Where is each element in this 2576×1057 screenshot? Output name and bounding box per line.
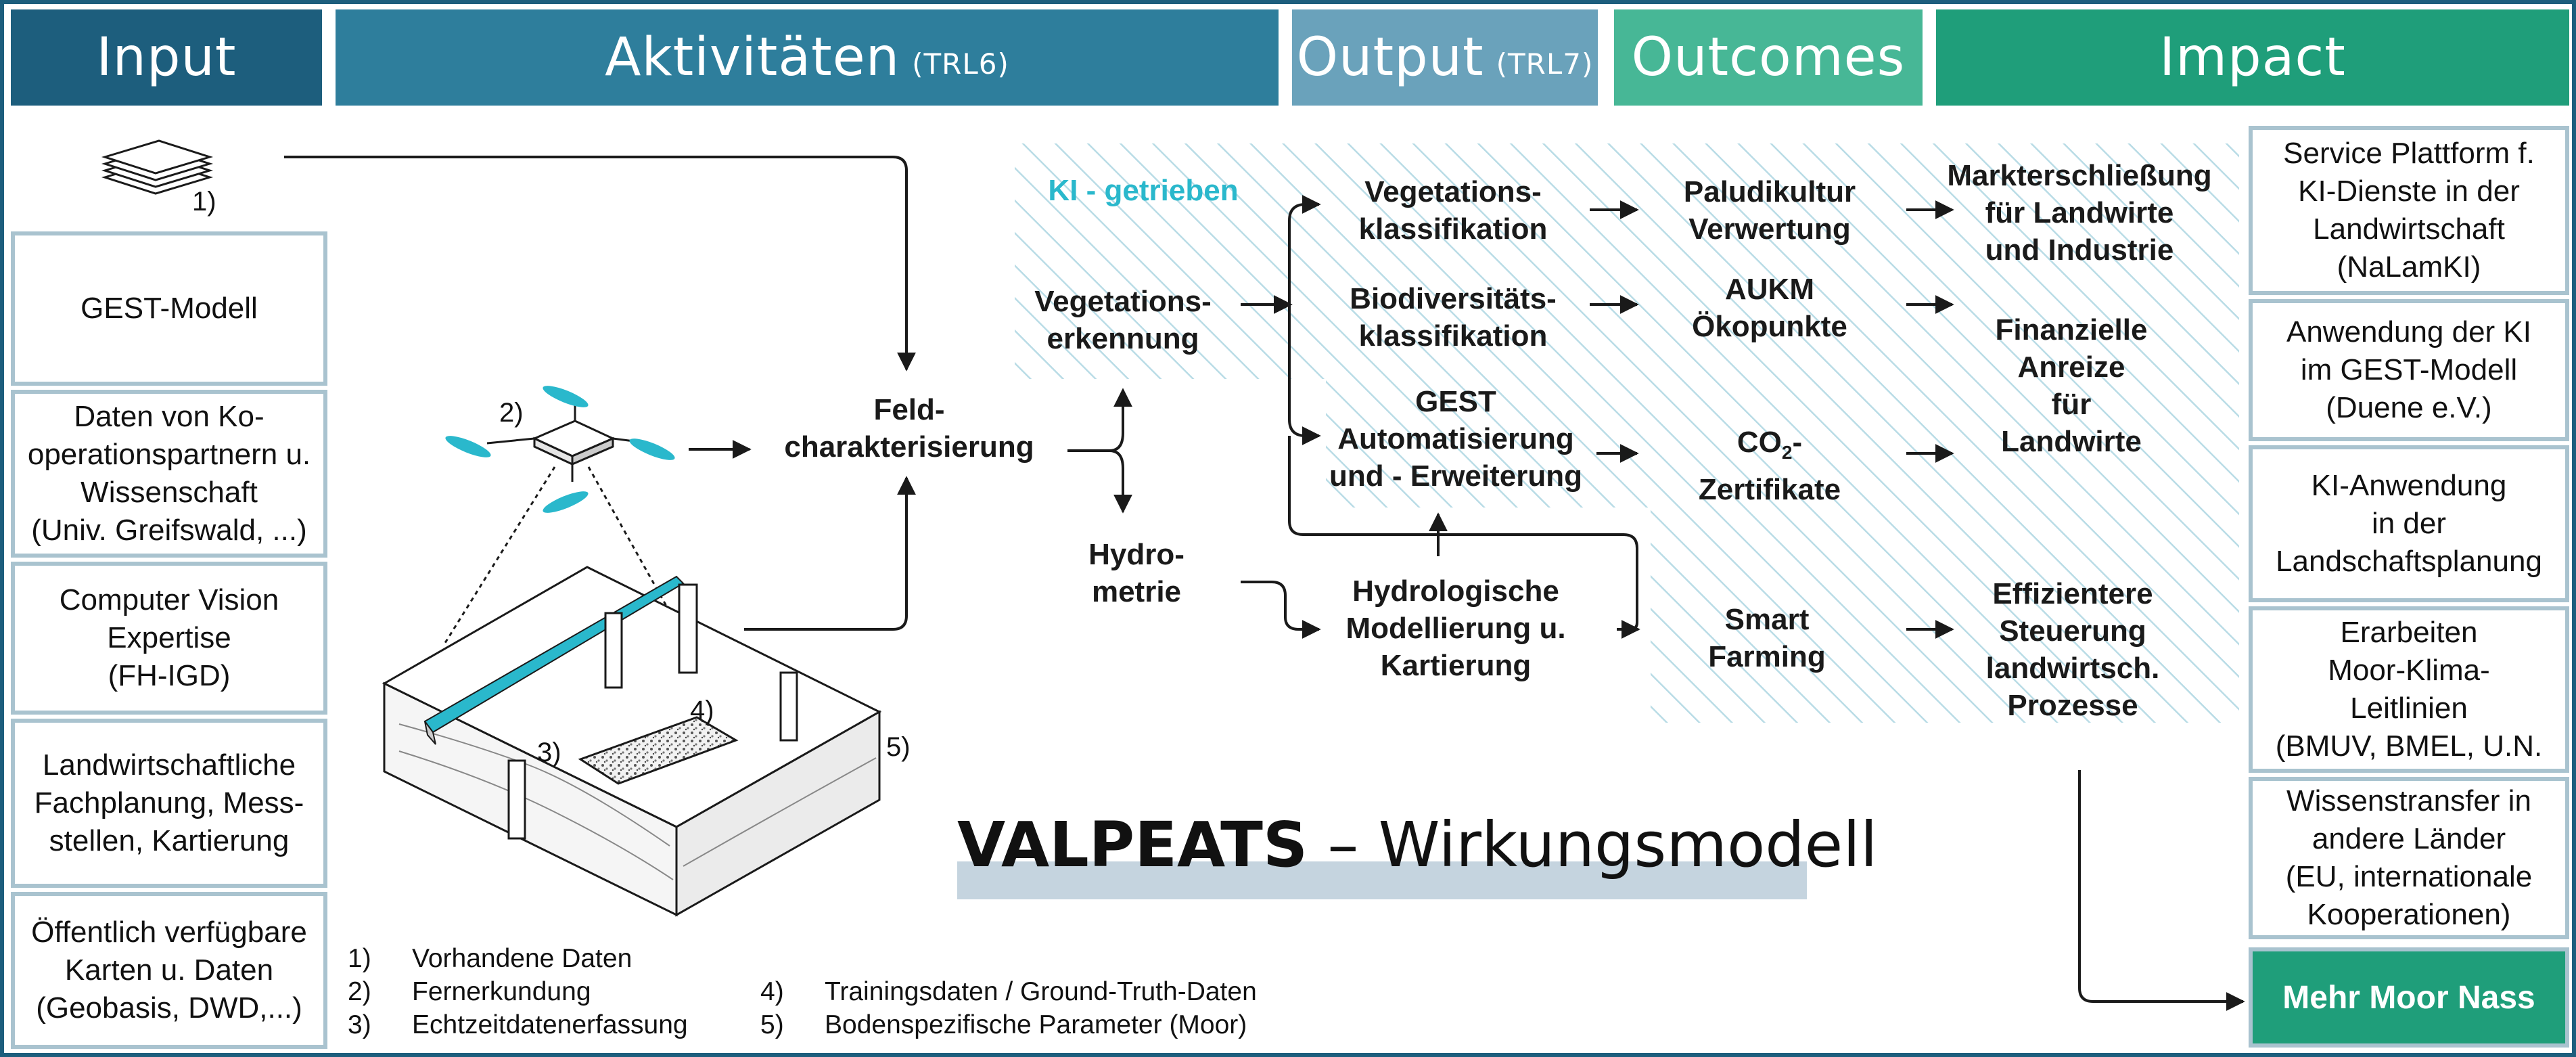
header-output: Output (TRL7) bbox=[1292, 9, 1598, 106]
marker-5: 5) bbox=[886, 732, 911, 762]
node-vegetationserkennung: Vegetations- erkennung bbox=[1034, 285, 1212, 355]
goal-label: Mehr Moor Nass bbox=[2282, 979, 2535, 1016]
header-input-label: Input bbox=[96, 27, 237, 88]
header-outcomes: Outcomes bbox=[1614, 9, 1923, 106]
legend-left: 1)Vorhandene Daten 2)Fernerkundung 3)Ech… bbox=[348, 942, 688, 1041]
impact-box-text: Erarbeiten Moor-Klima- Leitlinien (BMUV,… bbox=[2275, 616, 2543, 763]
node-ki-getrieben: KI - getrieben bbox=[1048, 174, 1239, 207]
header-outcomes-label: Outcomes bbox=[1631, 27, 1906, 88]
legend-item: 2)Fernerkundung bbox=[348, 977, 591, 1006]
impact-box-landschaftsplanung: KI-Anwendung in der Landschaftsplanung bbox=[2249, 445, 2569, 602]
legend-item: 5)Bodenspezifische Parameter (Moor) bbox=[760, 1010, 1247, 1039]
input-box-fachplanung: Landwirtschaftliche Fachplanung, Mess- s… bbox=[11, 719, 327, 888]
node-biodiversitaetsklassifikation: Biodiversitäts- klassifikation bbox=[1350, 282, 1557, 353]
impact-box-wissenstransfer: Wissenstransfer in andere Länder (EU, in… bbox=[2249, 777, 2569, 939]
co2-tail: - Zertifikate bbox=[1698, 426, 1841, 506]
header-output-label: Output bbox=[1296, 27, 1484, 88]
impact-box-text: Wissenstransfer in andere Länder (EU, in… bbox=[2285, 784, 2533, 931]
drone-icon bbox=[444, 386, 685, 644]
data-stack-icon bbox=[101, 139, 214, 195]
node-hydrometrie: Hydro- metrie bbox=[1088, 538, 1184, 608]
title-rest: – Wirkungsmodell bbox=[1308, 809, 1878, 881]
input-box-text: Daten von Ko- operationspartnern u. Wiss… bbox=[27, 400, 311, 547]
input-box-kooperationspartner: Daten von Ko- operationspartnern u. Wiss… bbox=[11, 390, 327, 558]
input-box-computer-vision: Computer Vision Expertise (FH-IGD) bbox=[11, 562, 327, 715]
node-vegetationsklassifikation: Vegetations- klassifikation bbox=[1358, 175, 1548, 246]
node-co2-zertifikate: CO2- Zertifikate bbox=[1699, 424, 1841, 508]
input-box-text: GEST-Modell bbox=[80, 292, 258, 325]
input-box-text: Computer Vision Expertise (FH-IGD) bbox=[59, 583, 279, 692]
node-hydrologische-modellierung: Hydrologische Modellierung u. Kartierung bbox=[1346, 575, 1566, 682]
diagram-title: VALPEATS – Wirkungsmodell bbox=[957, 809, 1878, 899]
header-aktivitaeten: Aktivitäten (TRL6) bbox=[336, 9, 1279, 106]
header-impact-label: Impact bbox=[2159, 27, 2346, 88]
impact-box-text: Anwendung der KI im GEST-Modell (Duene e… bbox=[2286, 315, 2532, 424]
node-smart-farming: Smart Farming bbox=[1708, 603, 1826, 673]
peat-field-illustration bbox=[382, 566, 882, 917]
impact-box-moor-klima: Erarbeiten Moor-Klima- Leitlinien (BMUV,… bbox=[2249, 606, 2569, 773]
node-aukm: AUKM Ökopunkte bbox=[1692, 273, 1847, 343]
legend-item: 4)Trainingsdaten / Ground-Truth-Daten bbox=[760, 977, 1257, 1006]
marker-1: 1) bbox=[192, 187, 216, 217]
legend-right: 4)Trainingsdaten / Ground-Truth-Daten 5)… bbox=[760, 975, 1257, 1041]
header-aktivitaeten-label: Aktivitäten bbox=[605, 27, 900, 88]
node-effizientere-steuerung: Effizientere Steuerung landwirtsch. Proz… bbox=[1985, 577, 2160, 722]
input-box-gest-modell: GEST-Modell bbox=[11, 231, 327, 386]
input-box-text: Landwirtschaftliche Fachplanung, Mess- s… bbox=[34, 748, 304, 857]
legend-item: 1)Vorhandene Daten bbox=[348, 944, 632, 973]
co2-label: CO bbox=[1736, 426, 1782, 459]
impact-box-text: KI-Anwendung in der Landschaftsplanung bbox=[2276, 469, 2542, 578]
node-finanzielle-anreize: Finanzielle Anreize für Landwirte bbox=[1995, 313, 2148, 458]
legend-item: 3)Echtzeitdatenerfassung bbox=[348, 1010, 688, 1039]
impact-box-text: Service Plattform f. KI-Dienste in der L… bbox=[2283, 137, 2535, 284]
input-box-text: Öffentlich verfügbare Karten u. Daten (G… bbox=[31, 916, 307, 1025]
marker-3: 3) bbox=[537, 738, 561, 767]
node-feldcharakterisierung: Feld- charakterisierung bbox=[784, 393, 1034, 464]
impact-box-service-plattform: Service Plattform f. KI-Dienste in der L… bbox=[2249, 126, 2569, 295]
co2-subscript: 2 bbox=[1781, 441, 1793, 463]
marker-4: 4) bbox=[690, 696, 714, 725]
node-markterschliessung: Markterschließung für Landwirte und Indu… bbox=[1947, 159, 2212, 267]
node-paludikultur: Paludikultur Verwertung bbox=[1683, 175, 1856, 246]
header-impact: Impact bbox=[1936, 9, 2569, 106]
impact-box-gest-ki: Anwendung der KI im GEST-Modell (Duene e… bbox=[2249, 299, 2569, 441]
goal-box: Mehr Moor Nass bbox=[2249, 947, 2569, 1048]
header-aktivitaeten-sub: (TRL6) bbox=[912, 47, 1009, 81]
marker-2: 2) bbox=[499, 398, 524, 428]
title-bold: VALPEATS bbox=[957, 809, 1308, 881]
input-box-karten-daten: Öffentlich verfügbare Karten u. Daten (G… bbox=[11, 892, 327, 1049]
node-gest-automatisierung: GEST Automatisierung und - Erweiterung bbox=[1329, 385, 1582, 493]
header-output-sub: (TRL7) bbox=[1496, 47, 1594, 81]
ki-hatch-region bbox=[1015, 143, 2239, 723]
header-input: Input bbox=[11, 9, 322, 106]
